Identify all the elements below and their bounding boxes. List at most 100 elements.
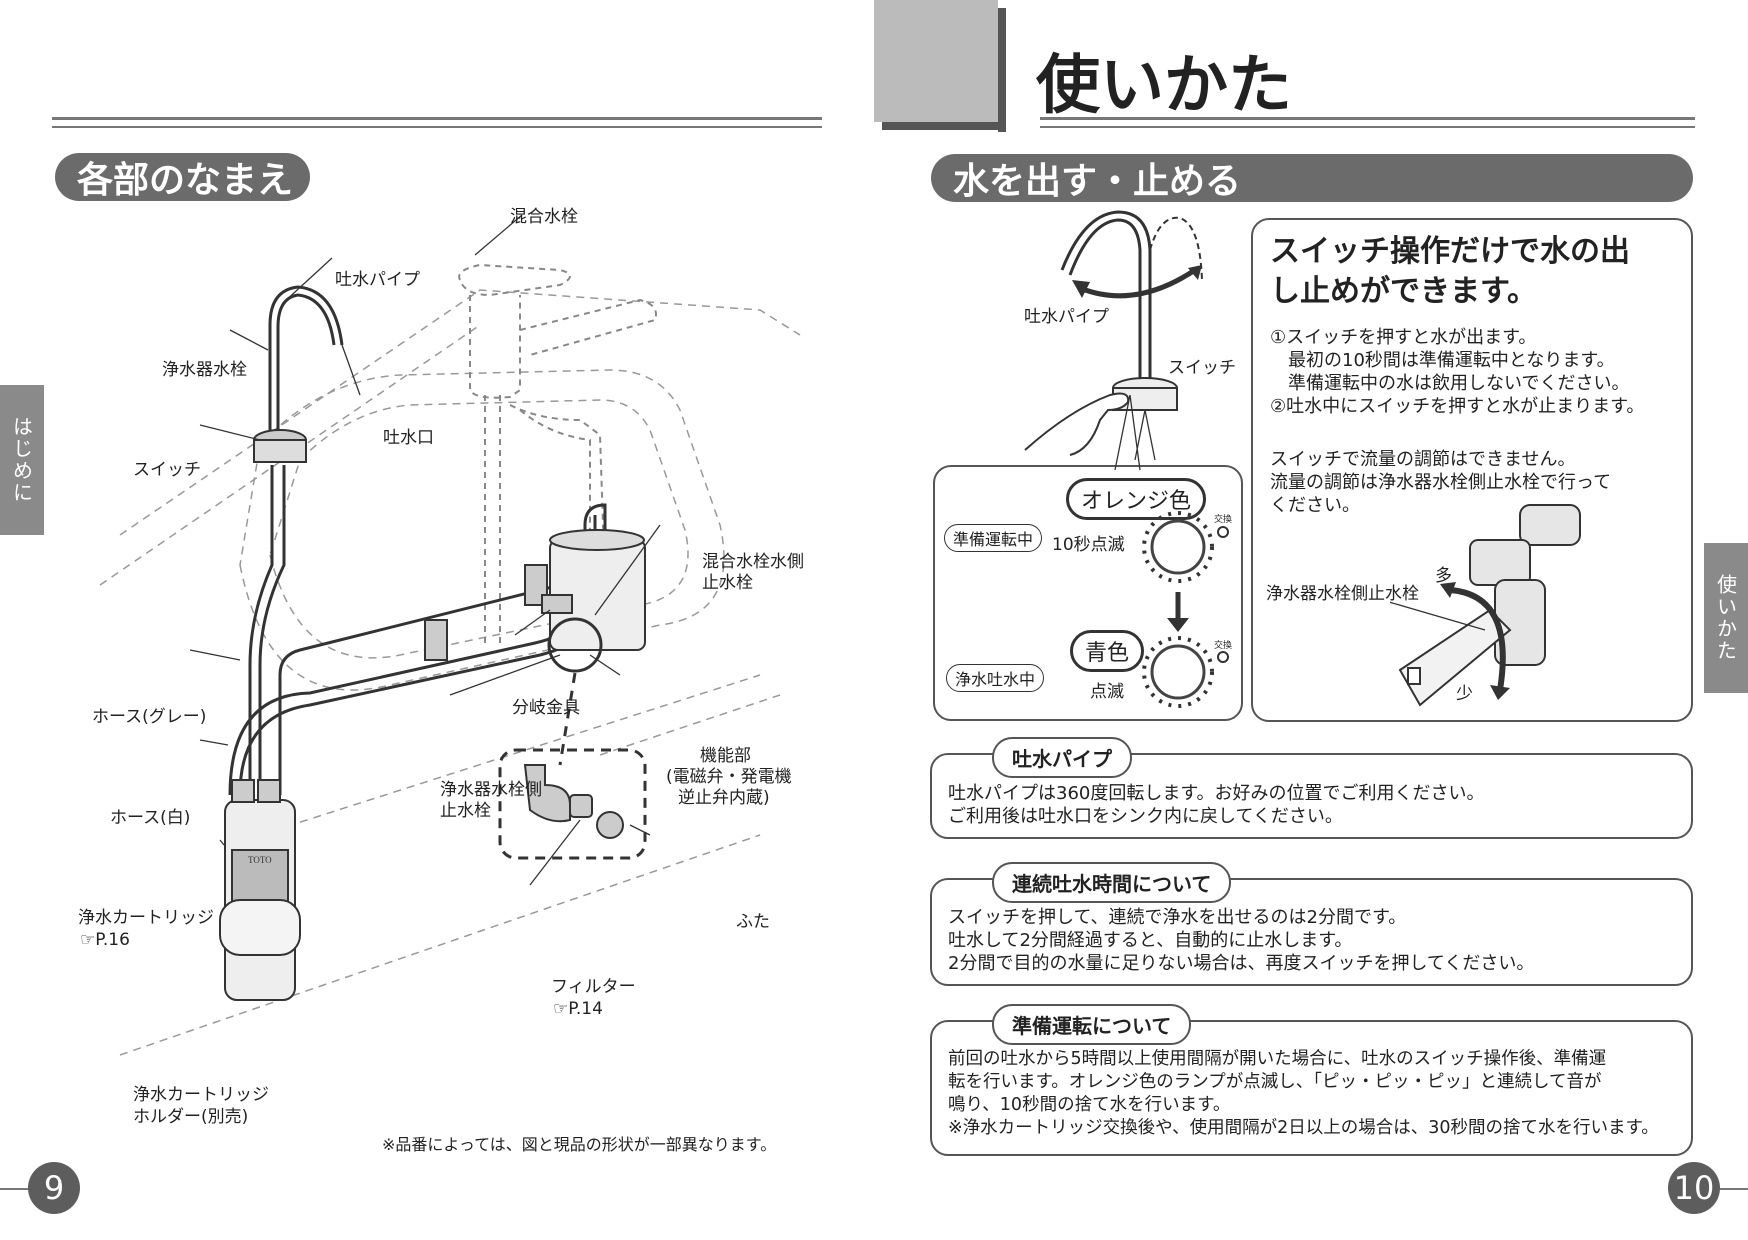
preparing-chip: 準備運転中: [944, 524, 1043, 552]
section-spout-line-1: 吐水パイプは360度回転します。お好みの位置でご利用ください。: [948, 783, 1485, 804]
zoom-lines: [1114, 395, 1141, 471]
down-arrow-icon: [1167, 618, 1189, 632]
blink-10s: 10秒点滅: [1052, 535, 1125, 555]
replace-label-1: 交換: [1214, 515, 1233, 525]
arrow-less-icon: [1490, 685, 1510, 700]
label-purifier-valve-2: 止水栓: [440, 801, 491, 821]
cartridge-brand: TOTO: [248, 855, 272, 865]
section-continuous-body: スイッチを押して、連続で浄水を出せるのは2分間です。 吐水して2分間経過すると、…: [948, 906, 1534, 975]
label-function-unit-3: 逆止弁内蔵): [678, 788, 770, 808]
title-block-shadow-h: [882, 122, 1006, 130]
replace-lamp-icon-2: [1217, 651, 1229, 663]
parts-diagram: TOTO: [99, 214, 801, 1056]
title-rule-top: [1040, 117, 1695, 120]
header-rule-bottom: [52, 126, 822, 128]
label-holder-2: ホルダー(別売): [133, 1107, 249, 1127]
less-label: 少: [1456, 684, 1473, 704]
step-1-note-b: 準備運転中の水は飲用しないでください。: [1270, 373, 1630, 394]
label-mixing-faucet: 混合水栓: [510, 207, 578, 227]
replace-lamp-icon: [1217, 526, 1229, 538]
label-purifier-faucet: 浄水器水栓: [162, 360, 247, 380]
flow-note: スイッチで流量の調節はできません。 流量の調節は浄水器水栓側止水栓で行って くだ…: [1270, 448, 1611, 517]
section-title-text: 各部のなまえ: [77, 160, 294, 201]
label-holder-1: 浄水カートリッジ: [133, 1085, 269, 1105]
label-cartridge-ref[interactable]: ☞P.16: [80, 930, 130, 950]
dispensing-chip: 浄水吐水中: [946, 664, 1045, 692]
usage-label-switch: スイッチ: [1168, 358, 1236, 378]
section-spout-line-2: ご利用後は吐水口をシンク内に戻してください。: [948, 806, 1343, 827]
side-tab-usage-label: 使いかた: [1713, 574, 1738, 662]
label-filter: フィルター: [551, 977, 636, 997]
label-function-unit-2: (電磁弁・発電機: [666, 767, 792, 787]
valve-label: 浄水器水栓側止水栓: [1266, 584, 1419, 604]
page-number-right-text: 10: [1673, 1169, 1715, 1207]
label-cartridge: 浄水カートリッジ: [78, 908, 214, 928]
more-label: 多: [1435, 566, 1452, 586]
header-rule-top: [52, 117, 822, 120]
title-block-gray: [874, 0, 998, 122]
section-preparation-line-3: 鳴り、10秒間の捨て水を行います。: [948, 1095, 1231, 1115]
page-number-right: 10: [1668, 1162, 1720, 1214]
section-spout-body: 吐水パイプは360度回転します。お好みの位置でご利用ください。 ご利用後は吐水口…: [948, 782, 1485, 828]
flow-note-1: スイッチで流量の調節はできません。: [1270, 449, 1576, 470]
blue-lamp-icon: [1150, 644, 1206, 700]
side-tab-usage[interactable]: 使いかた: [1704, 543, 1748, 693]
title-rule-bottom: [1040, 126, 1695, 128]
label-purifier-valve-1: 浄水器水栓側: [440, 780, 542, 800]
section-title-parts: 各部のなまえ: [55, 153, 310, 201]
filter-ref-text: P.14: [568, 999, 603, 1019]
footnote: ※品番によっては、図と現品の形状が一部異なります。: [382, 1135, 777, 1154]
page-number-rule-left: [0, 1188, 30, 1190]
orange-bubble: オレンジ色: [1066, 478, 1207, 520]
section-preparation-line-1: 前回の吐水から5時間以上使用間隔が開いた場合に、吐水のスイッチ操作後、準備運: [948, 1049, 1607, 1069]
section-preparation-line-2: 転を行います。オレンジ色のランプが点滅し、「ピッ・ピッ・ピッ」と連続して音が: [948, 1072, 1602, 1092]
indicator-lamps: [1142, 511, 1229, 708]
arrow-more-icon: [1440, 582, 1456, 598]
section-spout-title: 吐水パイプ: [992, 737, 1132, 778]
hand-pointer-icon: ☞: [553, 999, 569, 1019]
label-switch: スイッチ: [133, 460, 201, 480]
label-spout-pipe: 吐水パイプ: [335, 270, 420, 290]
headline: スイッチ操作だけで水の出 し止めができます。: [1270, 232, 1630, 312]
section-preparation-title: 準備運転について: [992, 1004, 1192, 1045]
label-hose-gray: ホース(グレー): [92, 707, 207, 727]
section-preparation: [930, 1020, 1693, 1156]
steps-list: ①スイッチを押すと水が出ます。 最初の10秒間は準備運転中となります。 準備運転…: [1270, 326, 1644, 418]
label-filter-ref[interactable]: ☞P.14: [553, 999, 603, 1019]
title-block-shadow-v: [998, 8, 1006, 132]
faucet-switch-illustration: [1024, 210, 1203, 460]
section-continuous-title: 連続吐水時間について: [992, 862, 1232, 903]
step-2: ②吐水中にスイッチを押すと水が止まります。: [1270, 396, 1645, 417]
label-spout-outlet: 吐水口: [383, 428, 434, 448]
stop-valve-illustration: [1390, 504, 1581, 707]
orange-lamp-icon: [1150, 519, 1206, 575]
label-mixing-valve-2: 止水栓: [702, 573, 753, 593]
section-preparation-body: 前回の吐水から5時間以上使用間隔が開いた場合に、吐水のスイッチ操作後、準備運 転…: [948, 1048, 1659, 1140]
page-number-left-text: 9: [43, 1169, 65, 1207]
label-hose-white: ホース(白): [110, 808, 191, 828]
side-tab-intro-label: はじめに: [9, 416, 34, 504]
cartridge-ref-text: P.16: [95, 930, 130, 950]
page-number-left: 9: [28, 1162, 80, 1214]
explanation-panel: [1251, 218, 1693, 722]
indicator-panel: [933, 465, 1243, 721]
section-continuous-line-3: 2分間で目的の水量に足りない場合は、再度スイッチを押してください。: [948, 953, 1535, 974]
section-continuous-line-1: スイッチを押して、連続で浄水を出せるのは2分間です。: [948, 907, 1407, 928]
headline-line-2: し止めができます。: [1270, 274, 1537, 309]
headline-line-1: スイッチ操作だけで水の出: [1270, 234, 1630, 269]
section-title-usage-text: 水を出す・止める: [953, 161, 1242, 202]
replace-label-2: 交換: [1214, 641, 1233, 651]
label-mixing-valve-1: 混合水栓水側: [702, 552, 804, 572]
page-number-rule-right: [1720, 1188, 1748, 1190]
label-lid: ふた: [736, 912, 770, 932]
flow-note-2: 流量の調節は浄水器水栓側止水栓で行って: [1270, 472, 1612, 493]
step-1-note-a: 最初の10秒間は準備運転中となります。: [1270, 350, 1615, 371]
section-title-usage: 水を出す・止める: [931, 154, 1693, 202]
section-continuous: [930, 878, 1693, 986]
blink-label: 点滅: [1090, 682, 1124, 702]
step-1: ①スイッチを押すと水が出ます。: [1270, 327, 1537, 348]
label-function-unit-1: 機能部: [700, 746, 751, 766]
side-tab-intro[interactable]: はじめに: [0, 385, 44, 535]
label-branch-fitting: 分岐金具: [512, 698, 580, 718]
section-continuous-line-2: 吐水して2分間経過すると、自動的に止水します。: [948, 930, 1353, 951]
